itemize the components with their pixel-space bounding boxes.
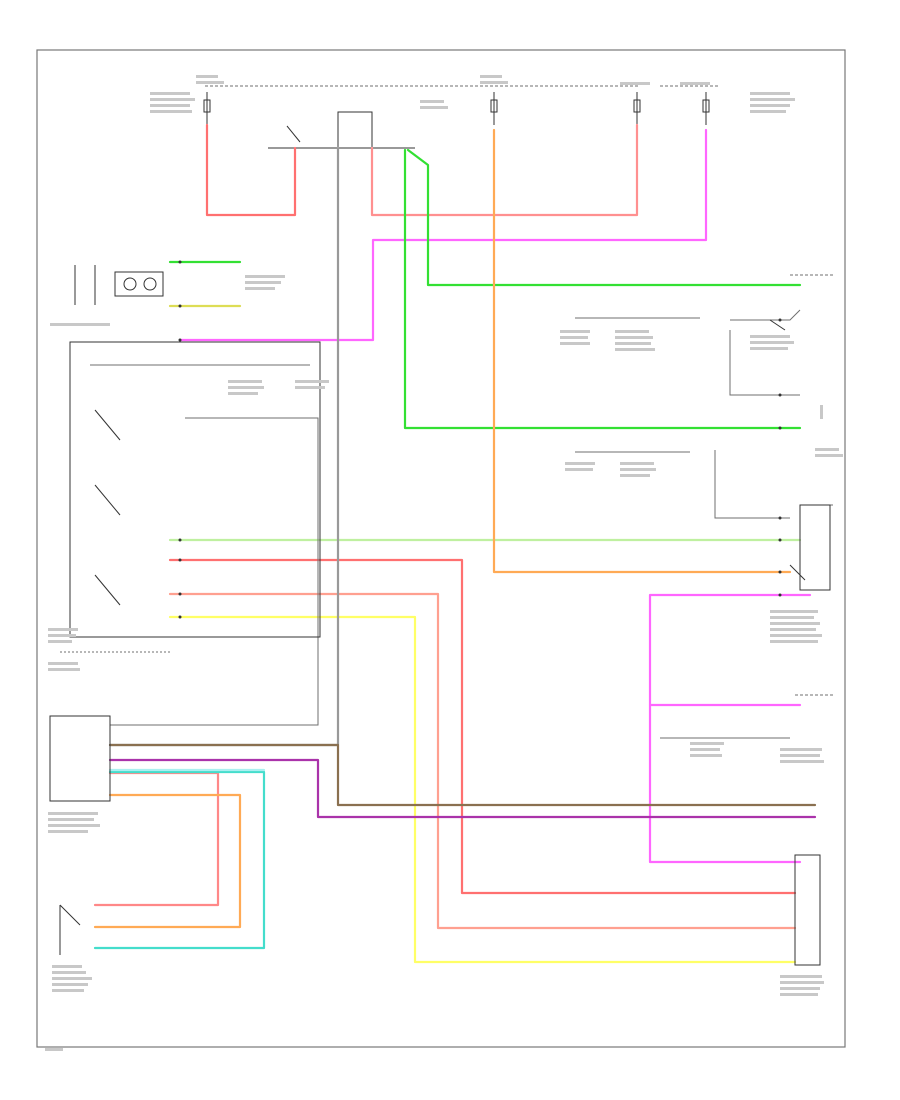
wire-dark-right-2 [729, 330, 800, 396]
wire-pink-top [178, 128, 708, 342]
wire-pink-low [93, 771, 220, 907]
wire-green-a [406, 148, 802, 287]
left-components [49, 265, 321, 955]
wires [90, 123, 817, 964]
wire-dark-right-1 [730, 309, 801, 321]
wire-red-top [205, 123, 297, 217]
wire-red-bus [370, 123, 639, 217]
wire-dark-right-3 [714, 450, 790, 519]
wire-orange-low [93, 793, 242, 929]
wire-gray [108, 146, 340, 747]
right-components [769, 274, 835, 966]
wire-orange-top [492, 128, 792, 574]
wire-salmon-long [168, 592, 797, 930]
wire-gray-thin [110, 417, 319, 726]
wire-brown [108, 743, 817, 807]
wire-purple [108, 758, 817, 819]
wire-yellow-long [168, 615, 797, 964]
wire-cyan-low [93, 770, 266, 950]
top-fuse-section [203, 85, 720, 149]
wire-red-long [168, 558, 797, 895]
connector-pins [178, 260, 782, 619]
diagram-border [36, 49, 846, 1048]
blurred-labels [45, 75, 843, 1051]
wire-pink-right [648, 593, 812, 864]
wire-green-b [403, 148, 802, 430]
